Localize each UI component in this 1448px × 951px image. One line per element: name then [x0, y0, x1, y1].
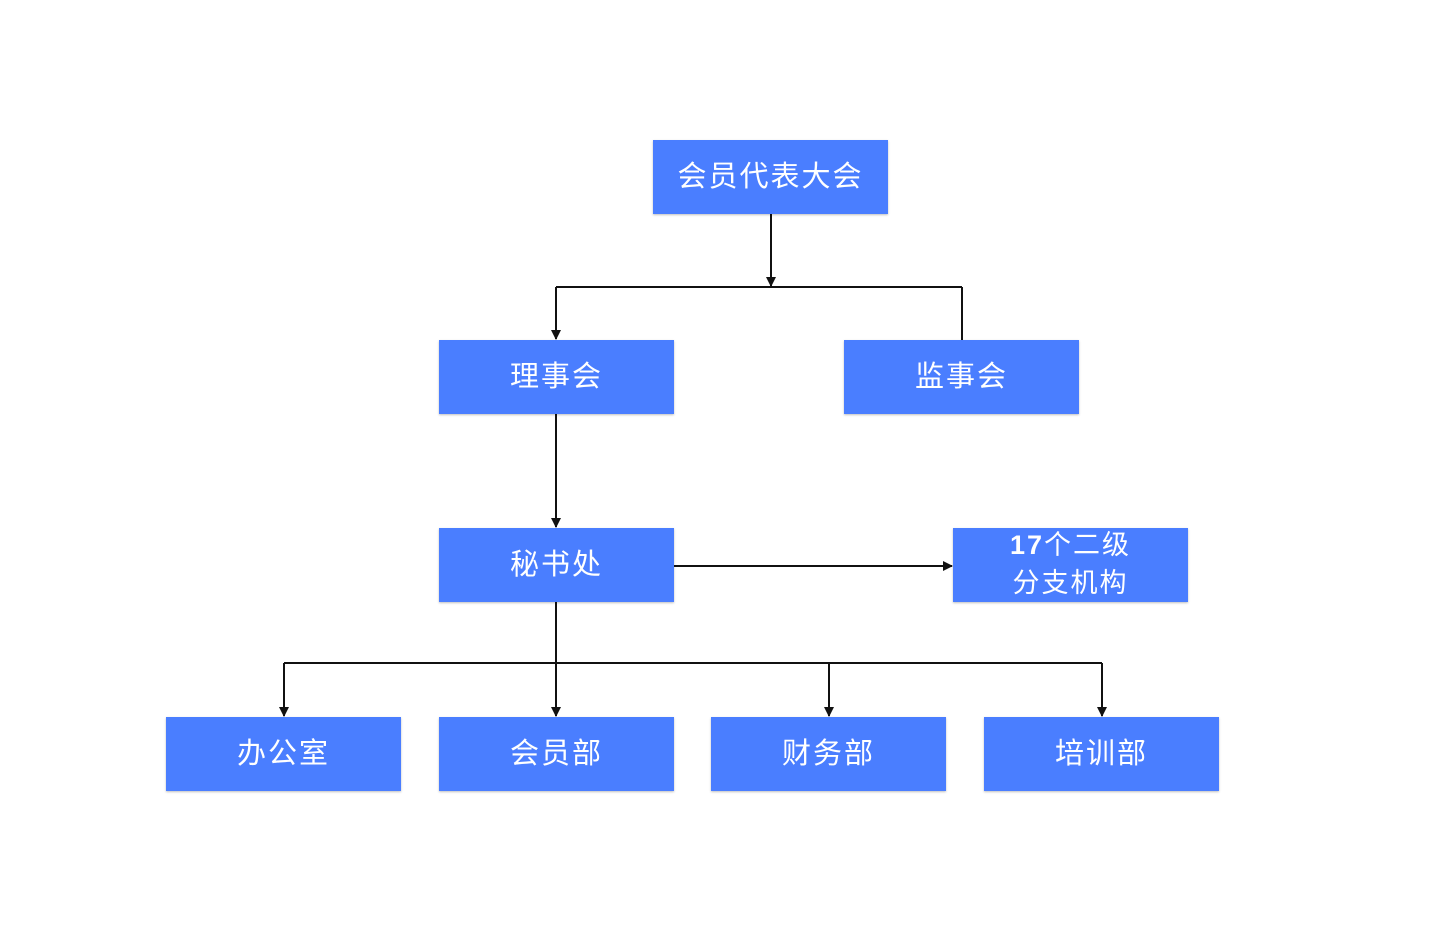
node-members-congress: 会员代表大会 [653, 140, 888, 214]
node-branch-organizations: 17个二级 分支机构 [953, 528, 1188, 602]
node-label: 会员代表大会 [677, 159, 864, 194]
node-council: 理事会 [439, 340, 674, 414]
branch-label-rest: 个二级 [1044, 530, 1132, 562]
node-label-line2: 分支机构 [1012, 568, 1129, 599]
node-label-line1: 17个二级 [1010, 527, 1131, 565]
node-label: 秘书处 [509, 547, 603, 582]
node-finance-dept: 财务部 [711, 717, 946, 791]
node-label: 财务部 [781, 736, 875, 771]
branch-count: 17 [1009, 530, 1045, 561]
node-label: 监事会 [914, 359, 1008, 394]
node-secretariat: 秘书处 [439, 528, 674, 602]
node-label: 理事会 [509, 359, 603, 394]
node-office: 办公室 [166, 717, 401, 791]
node-training-dept: 培训部 [984, 717, 1219, 791]
node-membership-dept: 会员部 [439, 717, 674, 791]
node-supervisory-board: 监事会 [844, 340, 1079, 414]
node-label: 培训部 [1054, 736, 1148, 771]
node-label: 会员部 [509, 736, 603, 771]
node-label: 办公室 [236, 736, 330, 771]
